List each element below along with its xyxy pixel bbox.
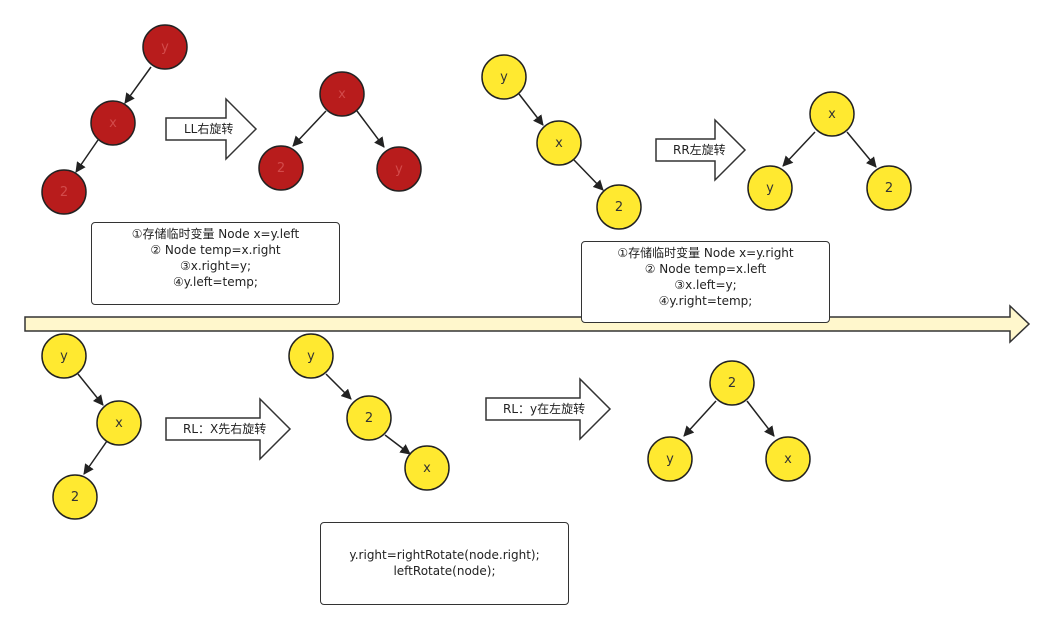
rl-note-line-1: y.right=rightRotate(node.right);: [349, 548, 540, 562]
node-x: [96, 400, 142, 446]
node-y-label: y: [766, 181, 774, 196]
edge: [573, 159, 604, 191]
edge: [77, 373, 104, 406]
rr-note-line-4: ④y.right=temp;: [658, 294, 753, 308]
node-2-label: 2: [728, 376, 736, 391]
node-x-label: x: [338, 87, 346, 102]
node-y: [481, 54, 527, 100]
node-y: [142, 24, 188, 70]
node-2-label: 2: [277, 161, 285, 176]
rl-arrow1-label: RL：X先右旋转: [183, 421, 266, 436]
node-x: [809, 91, 855, 137]
edge: [83, 440, 108, 475]
edge: [292, 110, 327, 147]
node-y-label: y: [395, 162, 403, 177]
rl-left-rotate-arrow: RL：y在左旋转: [485, 377, 612, 441]
node-x: [536, 120, 582, 166]
ll-before-tree: y x 2: [41, 24, 188, 215]
rl-note-line-2: leftRotate(node);: [393, 564, 496, 578]
rr-arrow-label: RR左旋转: [673, 142, 726, 157]
node-x-label: x: [784, 452, 792, 467]
rl-right-rotate-arrow: RL：X先右旋转: [165, 397, 292, 461]
ll-arrow-label: LL右旋转: [184, 121, 233, 136]
node-2: [596, 184, 642, 230]
node-x-label: x: [423, 461, 431, 476]
ll-note-line-3: ③x.right=y;: [179, 259, 252, 273]
timeline-arrow: [24, 304, 1031, 344]
rl-stage1-tree: y x 2: [41, 333, 142, 520]
node-2-label: 2: [71, 490, 79, 505]
node-y-label: y: [500, 70, 508, 85]
node-2: [866, 165, 912, 211]
rl-code-note: y.right=rightRotate(node.right); leftRot…: [320, 522, 569, 605]
edge: [782, 131, 816, 167]
node-y: [647, 436, 693, 482]
edge: [518, 93, 544, 126]
rl-stage3-tree: 2 y x: [647, 360, 811, 482]
node-x: [90, 100, 136, 146]
rr-code-note: ①存储临时变量 Node x=y.right ② Node temp=x.lef…: [581, 241, 830, 323]
node-2-label: 2: [365, 411, 373, 426]
node-2-label: 2: [615, 200, 623, 215]
node-2: [52, 474, 98, 520]
ll-code-note: ①存储临时变量 Node x=y.left ② Node temp=x.righ…: [91, 222, 340, 305]
ll-note-line-4: ④y.left=temp;: [173, 275, 258, 289]
ll-after-tree: x 2 y: [258, 71, 422, 192]
node-y: [288, 333, 334, 379]
edge: [846, 131, 877, 168]
edge: [746, 400, 775, 437]
node-2: [346, 395, 392, 441]
rr-note-line-2: ② Node temp=x.left: [644, 262, 767, 276]
ll-note-line-2: ② Node temp=x.right: [150, 243, 281, 257]
rr-rotate-arrow: RR左旋转: [655, 118, 747, 182]
node-y-label: y: [161, 40, 169, 55]
node-y: [376, 146, 422, 192]
edge: [124, 66, 152, 104]
node-x: [765, 436, 811, 482]
rr-before-tree: y x 2: [481, 54, 642, 230]
node-x-label: x: [109, 116, 117, 131]
node-2: [41, 169, 87, 215]
node-x-label: x: [115, 416, 123, 431]
edge: [683, 400, 717, 437]
rr-note-line-1: ①存储临时变量 Node x=y.right: [617, 246, 794, 260]
rr-after-tree: x y 2: [747, 91, 912, 211]
edge: [325, 373, 352, 400]
rl-stage2-tree: y 2 x: [288, 333, 450, 491]
node-2-label: 2: [60, 185, 68, 200]
ll-rotate-arrow: LL右旋转: [165, 97, 258, 161]
node-x-label: x: [828, 107, 836, 122]
node-2-label: 2: [885, 181, 893, 196]
edge: [75, 139, 99, 173]
rr-note-line-3: ③x.left=y;: [674, 278, 737, 292]
node-y-label: y: [307, 349, 315, 364]
node-x-label: x: [555, 136, 563, 151]
node-2: [709, 360, 755, 406]
node-y-label: y: [666, 452, 674, 467]
node-x: [404, 445, 450, 491]
node-x: [319, 71, 365, 117]
node-2: [258, 145, 304, 191]
rl-arrow2-label: RL：y在左旋转: [503, 401, 585, 416]
ll-note-line-1: ①存储临时变量 Node x=y.left: [131, 227, 300, 241]
node-y: [747, 165, 793, 211]
node-y-label: y: [60, 349, 68, 364]
node-y: [41, 333, 87, 379]
edge: [384, 434, 411, 455]
edge: [356, 110, 385, 148]
